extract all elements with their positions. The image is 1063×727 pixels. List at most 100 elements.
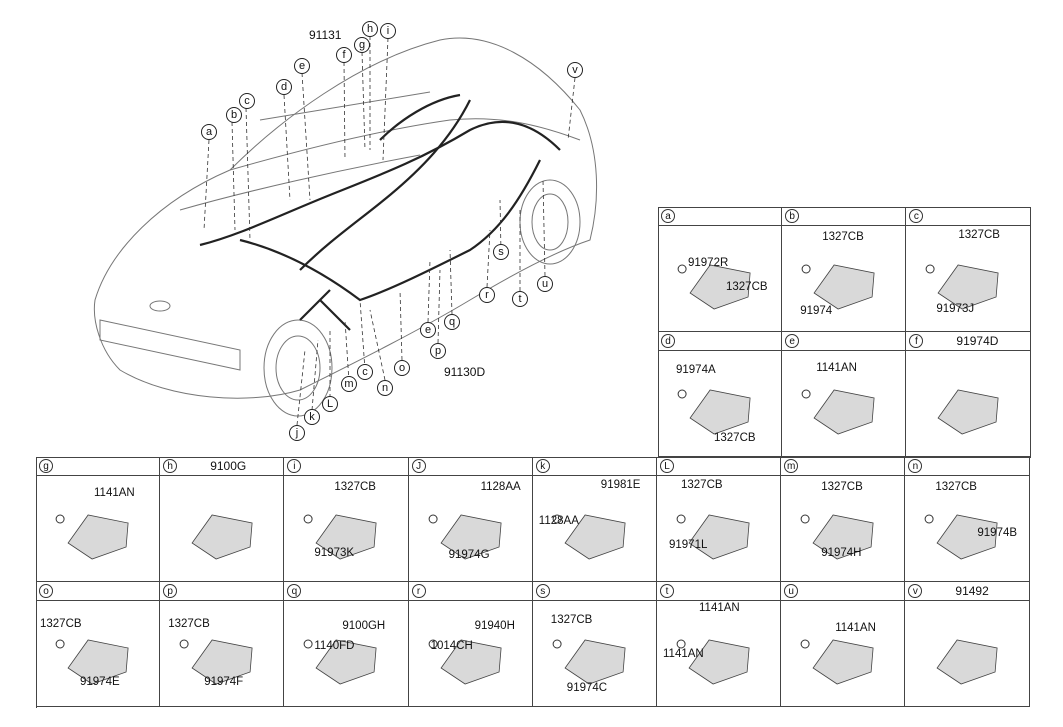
- cell-letter: g: [39, 459, 53, 473]
- callout-s[interactable]: s: [493, 244, 509, 260]
- callout-f[interactable]: f: [336, 47, 352, 63]
- cell-header: s: [532, 582, 656, 601]
- part-number-label: 91974G: [448, 549, 490, 561]
- part-number-label: 1327CB: [726, 281, 768, 293]
- cell-header: e: [782, 332, 906, 351]
- part-number-label: 91981E: [600, 479, 641, 491]
- part-sketch: [303, 639, 377, 685]
- callout-d[interactable]: d: [276, 79, 292, 95]
- callout-a[interactable]: a: [201, 124, 217, 140]
- part-number-label: 1327CB: [550, 614, 593, 626]
- part-number-label: 91971L: [669, 539, 708, 551]
- part-cell-g[interactable]: g 1141AN: [36, 457, 161, 582]
- cell-letter: m: [784, 459, 799, 473]
- cell-letter: a: [661, 209, 675, 223]
- part-sketch: [55, 514, 129, 560]
- callout-h[interactable]: h: [362, 21, 378, 37]
- cell-header: u: [781, 582, 905, 601]
- part-sketch: [937, 389, 999, 435]
- parts-grid-bottom: [36, 457, 1031, 708]
- callout-u[interactable]: u: [537, 276, 553, 292]
- cell-letter: d: [661, 334, 675, 348]
- callout-r[interactable]: r: [479, 287, 495, 303]
- part-cell-k[interactable]: k 91981E 1128AA: [532, 457, 657, 582]
- part-sketch: [428, 639, 502, 685]
- cell-letter: r: [411, 584, 426, 598]
- part-sketch: [191, 514, 253, 560]
- callout-q[interactable]: q: [444, 314, 460, 330]
- part-number-label: 1014CH: [430, 640, 473, 652]
- part-number-label: 91973K: [314, 547, 355, 559]
- part-sketch: [179, 639, 253, 685]
- callout-e-lower[interactable]: e: [420, 322, 436, 338]
- cell-letter: h: [163, 459, 178, 473]
- cell-header: b: [782, 207, 906, 226]
- cell-header: q: [284, 582, 408, 601]
- callout-L[interactable]: L: [322, 396, 338, 412]
- callout-b[interactable]: b: [226, 107, 242, 123]
- callout-k[interactable]: k: [304, 409, 320, 425]
- harness-label-bottom: 91130D: [444, 365, 486, 379]
- cell-header: J: [408, 457, 532, 476]
- cell-letter: n: [908, 459, 923, 473]
- part-number-label: 1327CB: [681, 479, 723, 491]
- callout-p[interactable]: p: [430, 343, 446, 359]
- callout-m[interactable]: m: [341, 376, 357, 392]
- part-sketch: [676, 514, 750, 560]
- callout-o[interactable]: o: [394, 360, 410, 376]
- cell-letter: b: [785, 209, 800, 223]
- part-sketch: [552, 639, 626, 685]
- part-number-label: 1141AN: [94, 487, 135, 499]
- part-number-label: 1141AN: [663, 648, 704, 660]
- part-number-label: 1141AN: [835, 622, 876, 634]
- part-number-label: 91973J: [936, 303, 975, 315]
- cell-letter: t: [660, 584, 674, 598]
- callout-c-lower[interactable]: c: [357, 364, 373, 380]
- cell-header: i: [284, 457, 408, 476]
- part-number-label: 1327CB: [935, 481, 977, 493]
- callout-e[interactable]: e: [294, 58, 310, 74]
- cell-letter: p: [163, 584, 178, 598]
- part-number-label: 1140FD: [314, 640, 355, 652]
- part-cell-J[interactable]: J 1128AA 91974G: [408, 457, 533, 582]
- part-number-label: 1128AA: [538, 515, 579, 527]
- part-number-label: 1327CB: [714, 432, 756, 444]
- cell-letter: L: [660, 459, 674, 473]
- part-sketch: [936, 639, 998, 685]
- cell-letter: k: [535, 459, 550, 473]
- callout-t[interactable]: t: [512, 291, 528, 307]
- part-cell-u[interactable]: u 1141AN: [781, 582, 906, 707]
- callout-j[interactable]: j: [289, 425, 305, 441]
- cell-letter: c: [909, 209, 924, 223]
- harness-label-top: 91131: [309, 28, 342, 42]
- cell-letter: e: [785, 334, 800, 348]
- cell-header: t: [657, 582, 781, 601]
- part-number-label: 1128AA: [480, 481, 521, 493]
- cell-letter: q: [287, 584, 302, 598]
- cell-header: r: [408, 582, 532, 601]
- callout-c[interactable]: c: [239, 93, 255, 109]
- callout-v[interactable]: v: [567, 62, 583, 78]
- callout-i[interactable]: i: [380, 23, 396, 39]
- part-cell-L[interactable]: L 1327CB 91971L: [657, 457, 782, 582]
- callout-g[interactable]: g: [354, 37, 370, 53]
- part-sketch: [676, 639, 750, 685]
- callout-n[interactable]: n: [377, 380, 393, 396]
